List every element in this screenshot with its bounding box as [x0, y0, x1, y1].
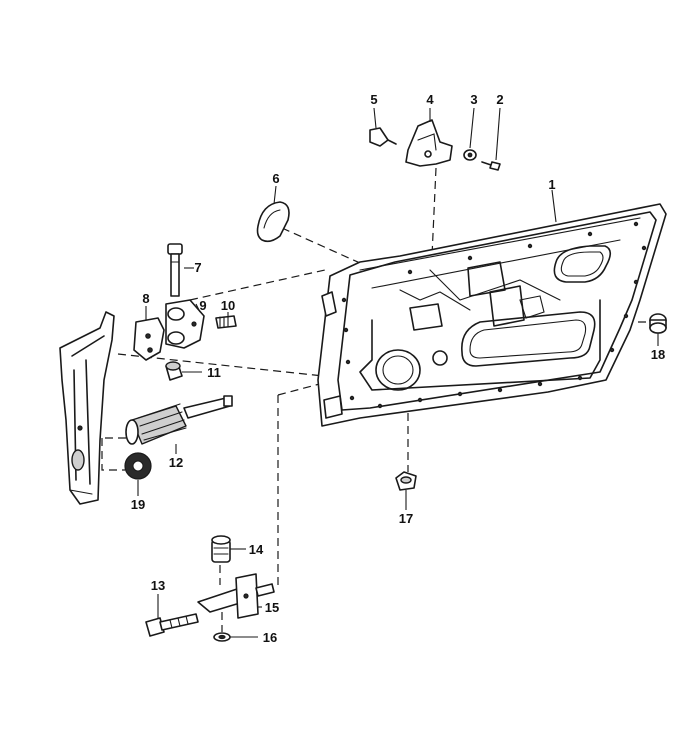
bracket-part-4: [405, 119, 453, 167]
door-inner-panel: [317, 203, 667, 427]
label-part-4: 4: [426, 92, 434, 107]
grommet-part-17: [395, 471, 417, 491]
label-part-3: 3: [470, 92, 477, 107]
washer-part-16: [213, 632, 231, 642]
label-part-8: 8: [142, 291, 149, 306]
bolt-part-7: [167, 243, 183, 297]
label-part-2: 2: [496, 92, 503, 107]
label-part-11: 11: [207, 365, 221, 380]
leader-lines: [137, 107, 659, 638]
label-part-10: 10: [221, 298, 235, 313]
screw-part-2: [481, 161, 501, 171]
hinge-plate-part-8: [133, 317, 165, 361]
clip-part-5: [369, 127, 397, 147]
label-part-16: 16: [263, 630, 277, 645]
oval-cover-part-6: [256, 201, 290, 243]
label-part-13: 13: [151, 578, 165, 593]
hinge-part-9: [165, 299, 205, 349]
label-part-7: 7: [194, 260, 201, 275]
plug-part-18: [649, 313, 667, 334]
label-part-12: 12: [169, 455, 183, 470]
gear-part-19: [124, 452, 152, 480]
part-labels: 1 2 3 4 5 6 7 8 9 10 11 12 13 14 15 16 1…: [131, 92, 665, 645]
lock-cylinder-part-14: [211, 535, 231, 563]
label-part-15: 15: [265, 600, 279, 615]
bolt-part-13: [145, 613, 199, 637]
label-part-9: 9: [199, 298, 206, 313]
label-part-19: 19: [131, 497, 145, 512]
label-part-1: 1: [548, 177, 555, 192]
label-part-14: 14: [249, 542, 264, 557]
door-pillar: [59, 311, 115, 505]
label-part-6: 6: [272, 171, 279, 186]
washer-part-3: [463, 149, 477, 161]
bolt-part-10: [215, 315, 237, 329]
nut-part-11: [165, 361, 183, 381]
label-part-18: 18: [651, 347, 665, 362]
check-strap-part-12: [125, 395, 233, 445]
label-part-5: 5: [370, 92, 377, 107]
label-part-17: 17: [399, 511, 413, 526]
latch-lever-part-15: [197, 573, 275, 619]
